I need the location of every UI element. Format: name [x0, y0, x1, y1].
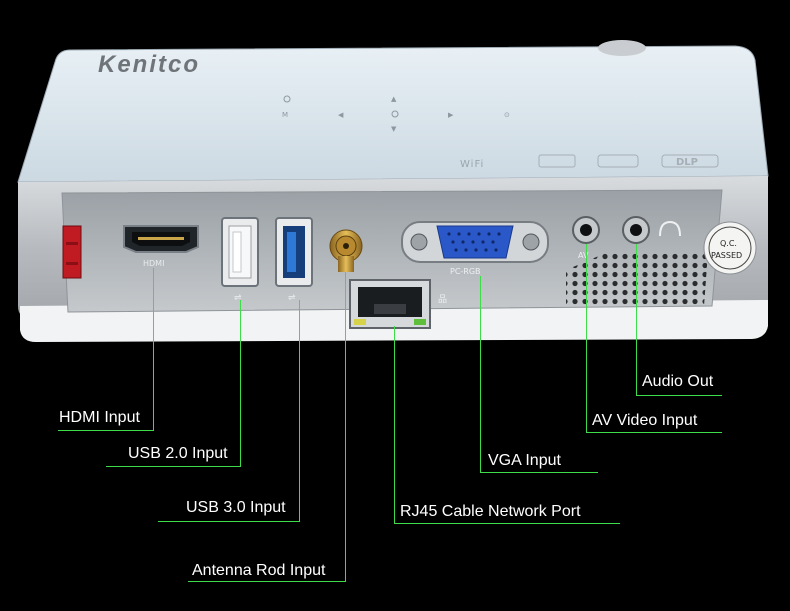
- badges: WiFi DLP: [460, 154, 719, 170]
- leader-usb3-v: [299, 300, 300, 522]
- leader-audio-out-h: [636, 395, 722, 396]
- wifi-badge: WiFi: [460, 159, 484, 170]
- av-jack-text: AV: [578, 251, 589, 260]
- leader-usb3-h: [158, 521, 300, 522]
- leader-rj45-h: [394, 523, 620, 524]
- up-icon: ▲: [391, 95, 397, 103]
- av-jack: [572, 216, 600, 244]
- brand-logo: Kenitco: [98, 51, 200, 78]
- dlp-badge-box: [661, 154, 719, 168]
- touch-controls: M ◀ ▲ ▼ ▶ ⊙: [282, 95, 510, 133]
- callout-usb3-input: USB 3.0 Input: [186, 499, 286, 516]
- badge-box-1: [538, 154, 576, 168]
- leader-vga-h: [480, 472, 598, 473]
- power-switch: [62, 225, 82, 279]
- leader-av-v: [586, 244, 587, 433]
- usb2-icon: ⇌: [234, 293, 242, 303]
- leader-usb2-v: [240, 300, 241, 467]
- speaker-grille: [566, 252, 708, 308]
- ok-icon: [391, 110, 399, 118]
- hdmi-port-text: HDMI: [143, 259, 164, 268]
- audio-jack: [622, 216, 650, 244]
- callout-hdmi-input: HDMI Input: [59, 409, 140, 426]
- callout-av-video-input: AV Video Input: [592, 412, 698, 429]
- leader-hdmi-v: [153, 268, 154, 431]
- usb2-port: [221, 217, 259, 287]
- lens-cap: [598, 40, 646, 56]
- usb3-icon: ⇌: [288, 293, 296, 303]
- network-icon: 品: [438, 294, 447, 305]
- back-icon: ⊙: [504, 111, 510, 119]
- qc-sticker-line1: Q.C.: [720, 239, 737, 248]
- leader-av-h: [586, 432, 722, 433]
- badge-box-2: [597, 154, 639, 168]
- leader-audio-out-v: [636, 244, 637, 396]
- callout-audio-out: Audio Out: [642, 373, 714, 390]
- down-icon: ▼: [391, 125, 397, 133]
- leader-rj45-v: [394, 326, 395, 524]
- leader-antenna-h: [188, 581, 346, 582]
- menu-icon: M: [282, 111, 288, 119]
- leader-vga-v: [480, 276, 481, 473]
- headphone-icon: [659, 220, 681, 237]
- left-icon: ◀: [338, 111, 344, 119]
- vga-port: [401, 221, 549, 263]
- antenna-connector: [329, 229, 363, 272]
- callout-usb2-input: USB 2.0 Input: [128, 445, 228, 462]
- leader-antenna-v: [345, 272, 346, 582]
- dlp-badge: DLP: [676, 157, 698, 168]
- callout-rj45-port: RJ45 Cable Network Port: [400, 503, 581, 520]
- hdmi-port: [123, 225, 199, 253]
- leader-hdmi-h: [58, 430, 154, 431]
- power-icon: [283, 95, 291, 103]
- callout-vga-input: VGA Input: [488, 452, 561, 469]
- qc-sticker-line2: PASSED: [711, 251, 742, 260]
- usb3-port: [275, 217, 313, 287]
- vga-port-text: PC-RGB: [450, 267, 481, 276]
- callout-antenna-input: Antenna Rod Input: [192, 562, 326, 579]
- right-icon: ▶: [448, 111, 454, 119]
- qc-sticker: [703, 221, 757, 275]
- rj45-port: [349, 279, 431, 329]
- leader-usb2-h: [106, 466, 241, 467]
